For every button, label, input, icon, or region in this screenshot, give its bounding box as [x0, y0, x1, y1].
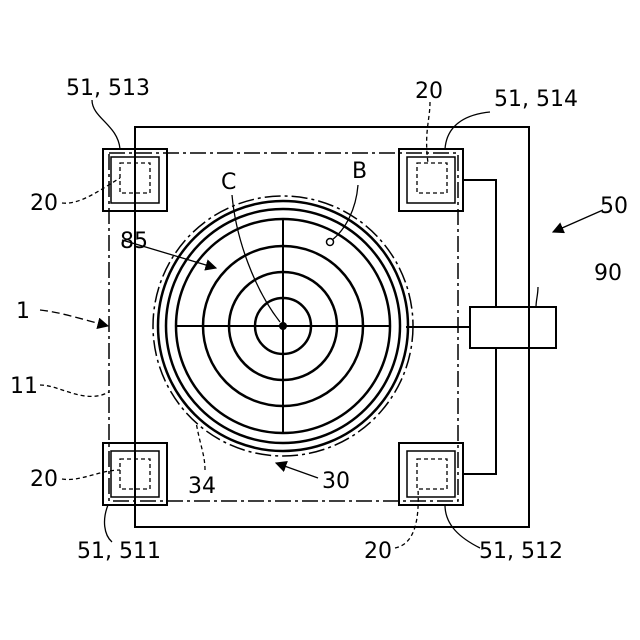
pad-bottom-right	[399, 443, 463, 505]
label-C: C	[221, 170, 236, 195]
label-30: 30	[322, 469, 350, 494]
label-90: 90	[594, 261, 622, 286]
label-85: 85	[120, 229, 148, 254]
center-point-C	[279, 322, 287, 330]
label-51-514: 51, 514	[494, 87, 578, 112]
label-11: 11	[10, 374, 38, 399]
label-1: 1	[16, 299, 30, 324]
label-20-bottom-right: 20	[364, 539, 392, 564]
label-51-511: 51, 511	[77, 539, 161, 564]
label-50: 50	[600, 194, 628, 219]
circular-element-30	[153, 196, 413, 456]
wiring	[406, 180, 496, 474]
label-51-512: 51, 512	[479, 539, 563, 564]
label-20-bottom-left: 20	[30, 467, 58, 492]
pad-top-right	[399, 149, 463, 211]
label-B: B	[352, 159, 367, 184]
label-20-top-right: 20	[415, 79, 443, 104]
module-90	[470, 307, 556, 348]
leader-lines	[40, 100, 490, 548]
label-34: 34	[188, 474, 216, 499]
label-51-513: 51, 513	[66, 76, 150, 101]
label-20-top-left: 20	[30, 191, 58, 216]
